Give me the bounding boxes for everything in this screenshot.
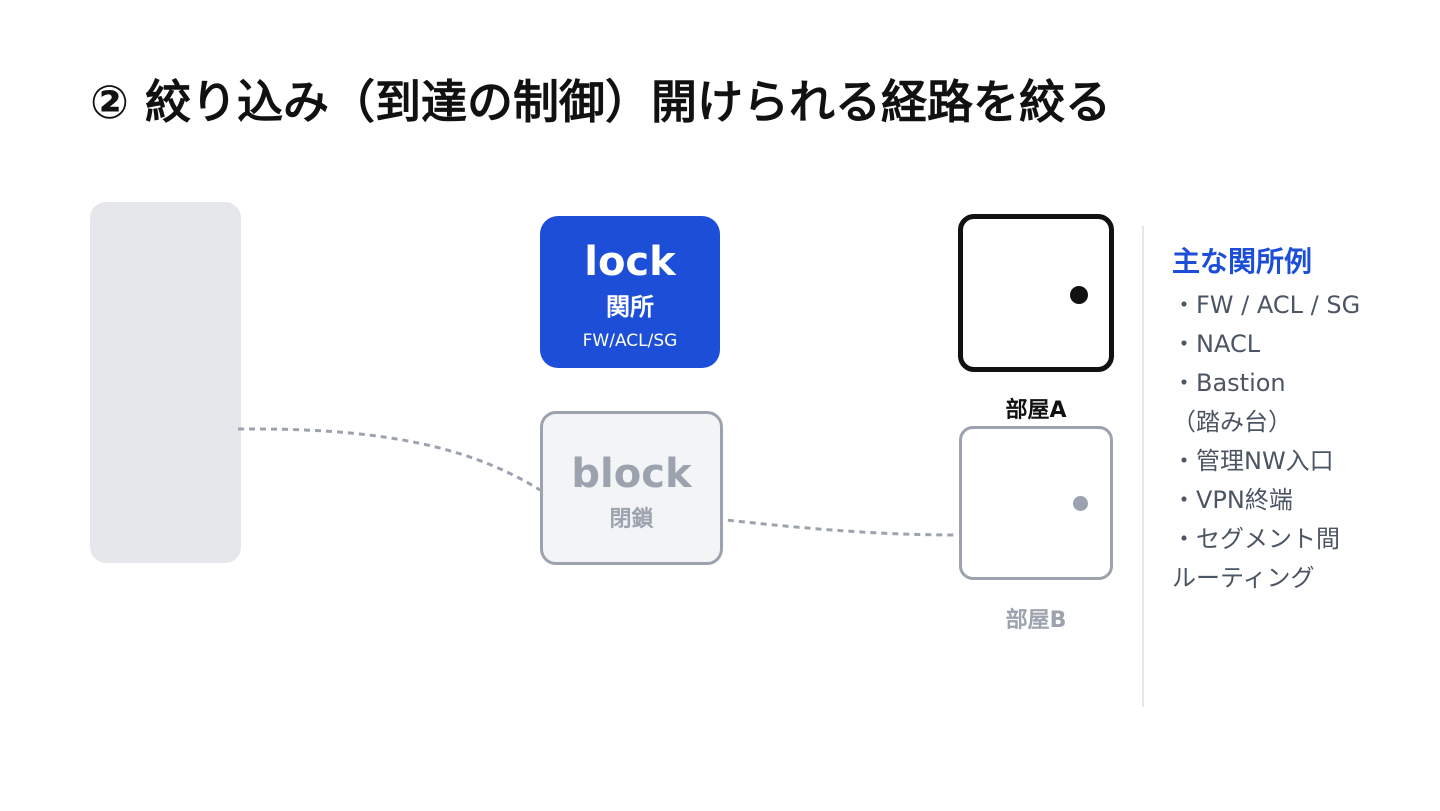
- side-list-item: ・セグメント間: [1172, 525, 1340, 553]
- side-list-item: ・VPN終端: [1172, 486, 1293, 514]
- block-label: block: [571, 451, 692, 497]
- block-gate-box: block 閉鎖: [540, 411, 723, 565]
- lock-detail-label: FW/ACL/SG: [582, 331, 678, 351]
- lock-gate-box: lock 関所 FW/ACL/SG: [540, 216, 720, 368]
- side-list-item: （踏み台）: [1172, 408, 1292, 436]
- lock-label: lock: [584, 239, 676, 285]
- room-b-door-knob: [1073, 496, 1088, 511]
- block-sub-label: 閉鎖: [609, 507, 654, 532]
- page-title: ② 絞り込み（到達の制御）開けられる経路を絞る: [90, 75, 1111, 129]
- source-zone: [90, 202, 241, 563]
- lock-sub-label: 関所: [606, 293, 654, 321]
- side-list-item: ・NACL: [1172, 330, 1261, 358]
- side-list: ・FW / ACL / SG ・NACL ・Bastion （踏み台） ・管理N…: [1172, 286, 1434, 598]
- room-a-door-knob: [1070, 286, 1088, 304]
- room-a-label: 部屋A: [1005, 398, 1067, 423]
- side-title: 主な関所例: [1172, 245, 1313, 278]
- side-list-item: ルーティング: [1172, 564, 1315, 592]
- room-b-label: 部屋B: [1005, 608, 1067, 633]
- side-list-item: ・管理NW入口: [1172, 447, 1334, 475]
- connector-source-to-block: [237, 427, 541, 492]
- side-divider: [1142, 226, 1144, 707]
- connector-block-to-room-b: [716, 517, 959, 537]
- room-a-door: [958, 214, 1114, 372]
- room-b-door: [959, 426, 1113, 580]
- side-list-item: ・FW / ACL / SG: [1172, 291, 1361, 319]
- side-list-item: ・Bastion: [1172, 369, 1286, 397]
